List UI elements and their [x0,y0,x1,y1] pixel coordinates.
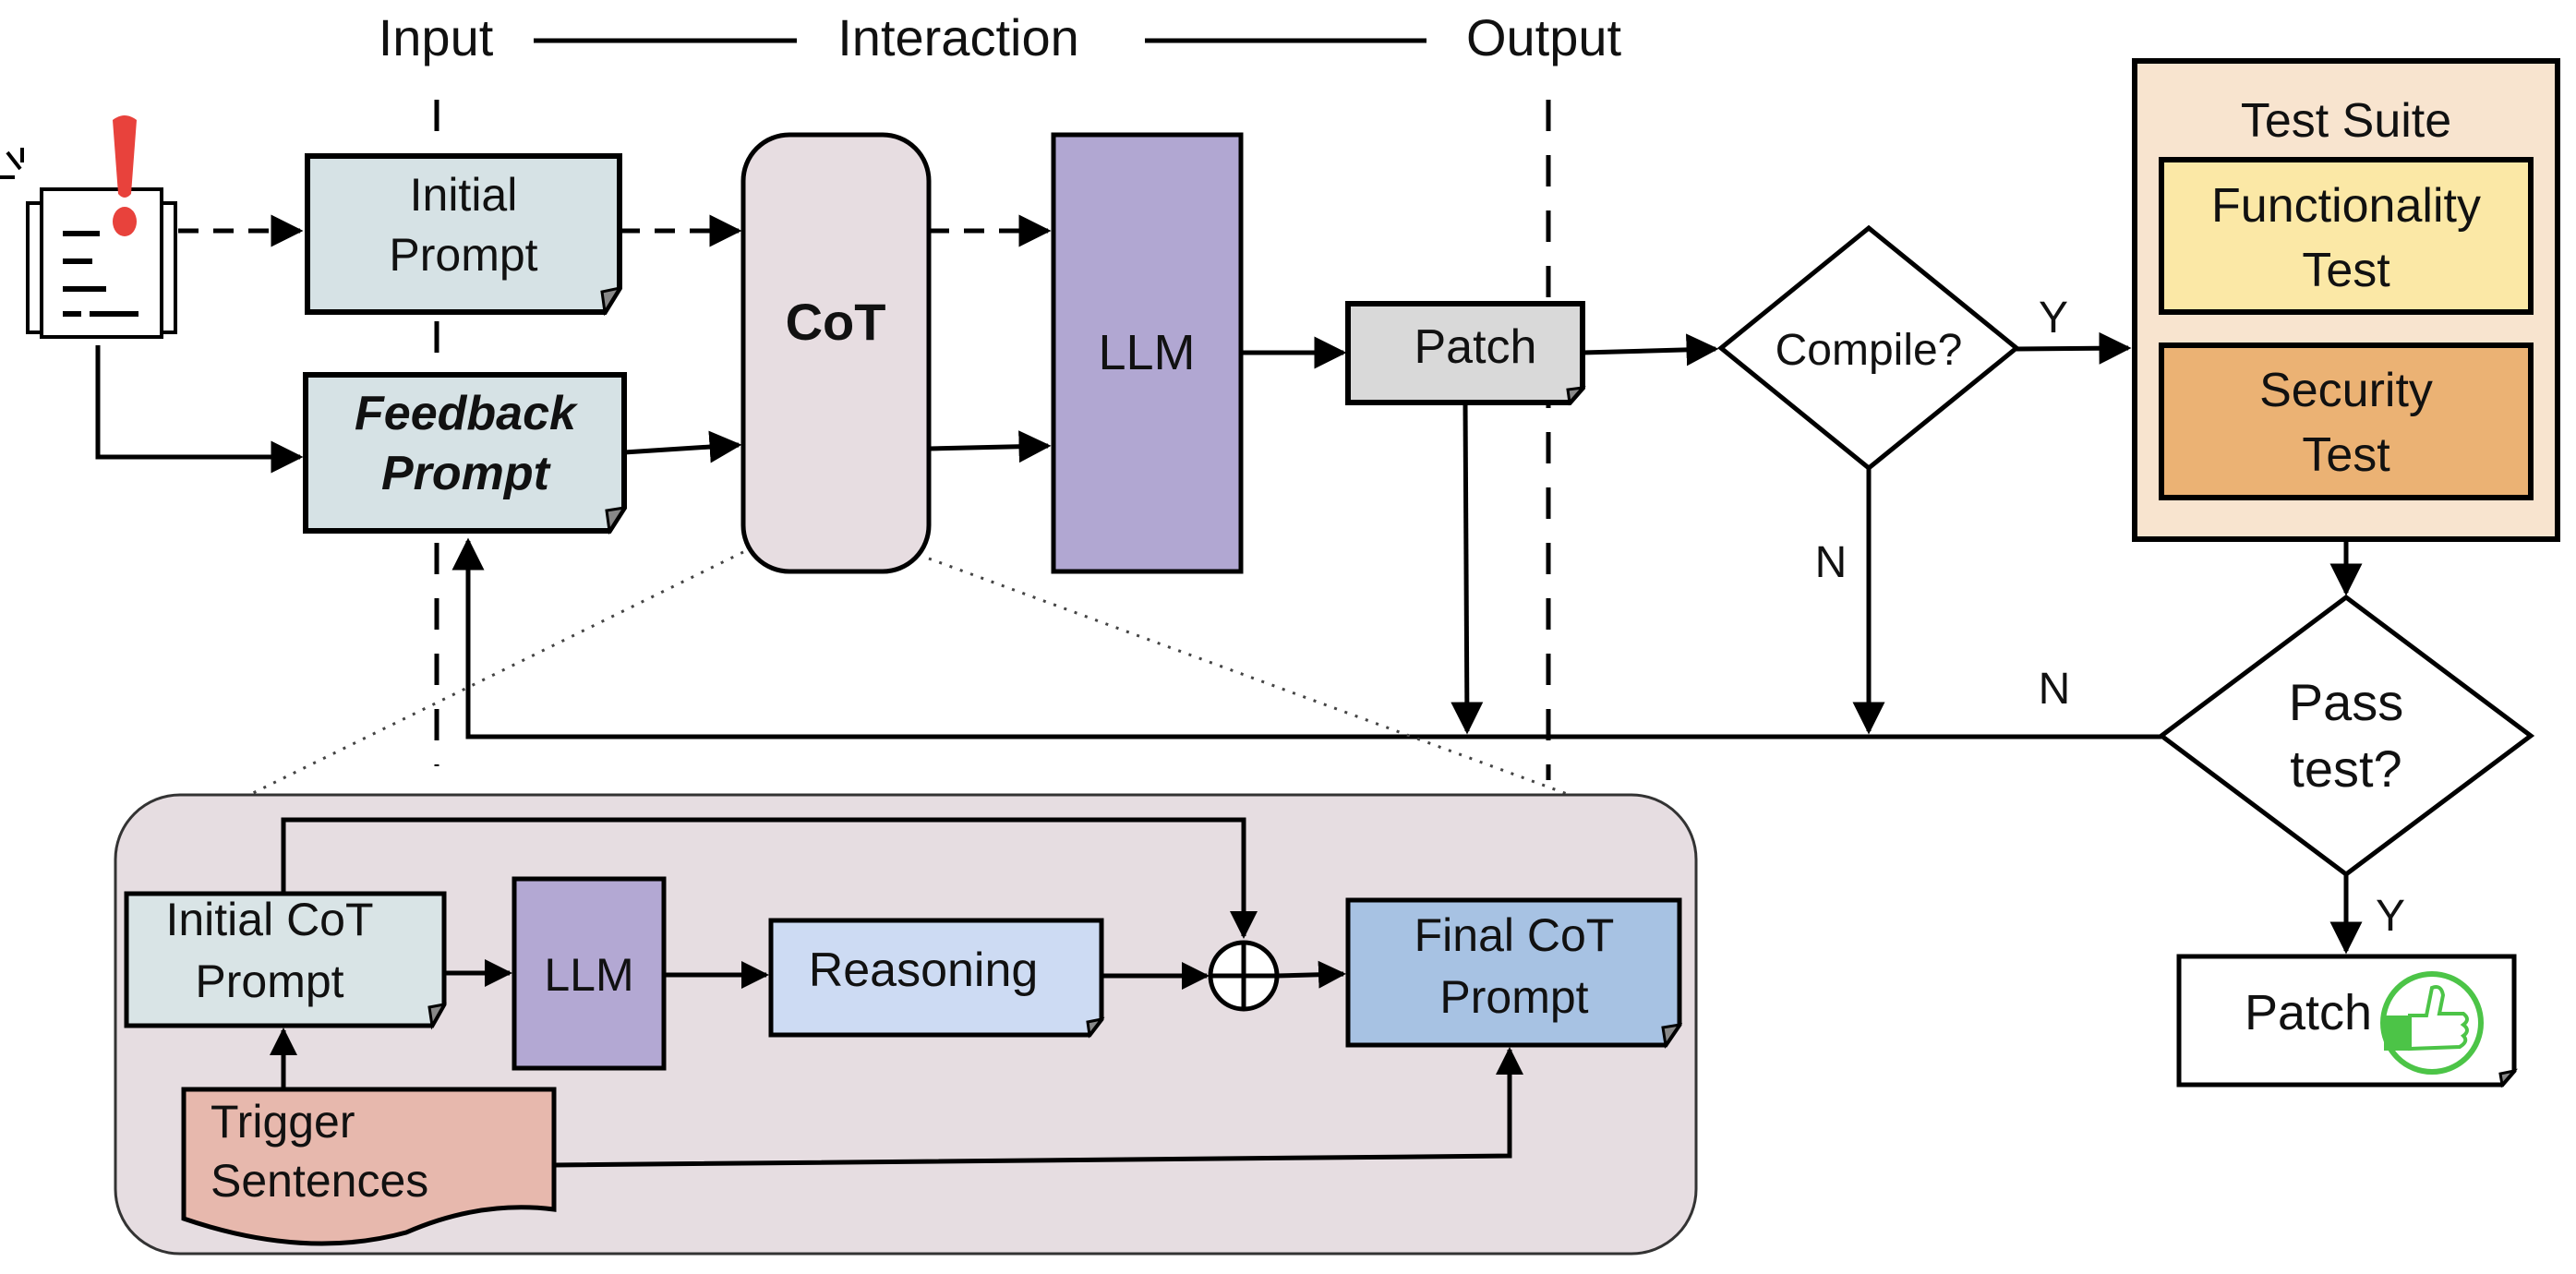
security-test-label-line1: Security [2259,364,2433,417]
functionality-test-label-line1: Functionality [2211,179,2481,233]
edge-combine-to-final-cot [1276,960,1346,989]
phase-interaction-label: Interaction [837,8,1079,66]
compile-label: Compile? [1776,326,1963,375]
security-test-label-line2: Test [2302,428,2390,482]
cot-llm-node [512,876,667,1071]
compile-decision: Compile? [1717,224,2020,472]
edge-patch-to-feedback [1451,402,1484,735]
feedback-prompt-label-line1: Feedback [355,387,579,440]
edge-cot-to-llm [928,430,1052,463]
functionality-test-label-line2: Test [2302,244,2390,297]
feedback-prompt-node: Feedback Prompt [303,372,628,535]
edge-initial-cot-to-combine [281,817,1258,939]
document-alert-icon [0,115,177,339]
pass-test-decision: Pass test? [2157,594,2535,878]
initial-prompt-label-line1: Initial [410,169,518,221]
cot-label: CoT [786,293,886,351]
feedback-prompt-label-line2: Prompt [381,447,552,500]
functionality-test-node [2159,157,2534,315]
security-test-node [2159,343,2534,500]
patch-node: Patch [1345,301,1586,406]
final-cot-prompt-label-line2: Prompt [1439,971,1588,1023]
initial-cot-prompt-label-line2: Prompt [195,956,343,1007]
zoom-guide-right [928,557,1571,797]
pass-test-label-line2: test? [2290,739,2401,798]
pass-test-label-line1: Pass [2289,673,2404,731]
edge-compile-yes [2016,331,2132,365]
reasoning-label: Reasoning [809,943,1039,997]
compile-no-label: N [1815,538,1848,587]
cot-node: CoT [740,132,932,574]
edge-patch-to-compile [1582,333,1719,367]
test-suite-title: Test Suite [2241,94,2451,148]
pass-yes-label: Y [2376,892,2405,941]
patch-label: Patch [1414,320,1537,374]
initial-prompt-node: Initial Prompt [305,153,623,317]
thumbs-up-icon [2380,971,2484,1075]
circle-plus-icon [1208,940,1280,1012]
compile-yes-label: Y [2039,294,2068,343]
final-patch-node: Patch [2176,954,2519,1088]
phase-input-label: Input [379,8,494,66]
edge-trigger-to-final-cot [553,1047,1523,1168]
llm-node: LLM [1051,132,1244,574]
cot-llm-label: LLM [544,949,633,1001]
initial-prompt-label-line2: Prompt [389,229,537,281]
edge-feedback-prompt-to-cot [623,430,742,463]
cot-detail-panel: Initial CoT Prompt LLM Reasoning Final C… [114,793,1698,1256]
edge-doc-to-feedback-prompt [95,345,304,474]
pass-no-label: N [2039,665,2071,714]
test-suite-container: Test Suite Functionality Test Security T… [2132,58,2560,542]
llm-label: LLM [1098,325,1195,380]
final-patch-label: Patch [2245,985,2372,1040]
trigger-sentences-node [181,1087,557,1246]
trigger-sentences-label-line1: Trigger [211,1096,355,1148]
edge-feedback-loop [451,537,2161,739]
zoom-guide-left [248,550,744,797]
trigger-sentences-label-line2: Sentences [211,1155,428,1207]
final-cot-prompt-label-line1: Final CoT [1414,909,1615,961]
phase-output-label: Output [1466,8,1622,66]
phase-header: Input Interaction Output [379,8,1622,66]
initial-cot-prompt-label-line1: Initial CoT [165,894,373,945]
